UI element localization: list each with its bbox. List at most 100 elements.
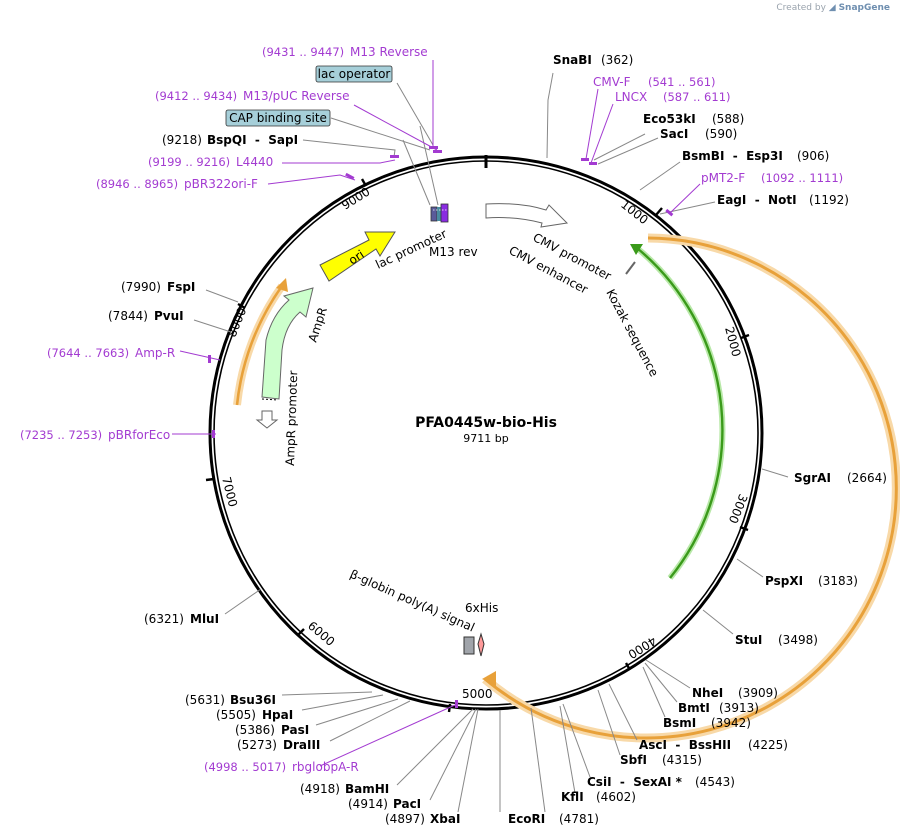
tick-label-5000: 5000 xyxy=(462,687,493,701)
primer-marks-top xyxy=(345,146,674,217)
site-saci-name: SacI xyxy=(660,127,688,141)
site-bsmi-name: BsmI xyxy=(663,716,696,730)
left-primer-leaders xyxy=(172,350,221,435)
m13-rev-label: M13 rev xyxy=(429,245,478,259)
site-paci-name: PacI xyxy=(393,797,421,811)
site-pvui-pos: (7844) xyxy=(108,309,148,323)
tick-label-7000: 7000 xyxy=(219,475,240,508)
primer-l4440-name: L4440 xyxy=(236,155,273,169)
sixhis-label: 6xHis xyxy=(465,601,498,615)
primer-lncx-range: (587 .. 611) xyxy=(663,90,731,104)
lac-operator-box: lac operator xyxy=(315,65,393,83)
site-sbfi-name: SbfI xyxy=(620,753,647,767)
site-asci-name: AscI - BssHII xyxy=(639,738,731,752)
top-leaders xyxy=(193,72,716,333)
plasmid-length: 9711 bp xyxy=(463,432,508,445)
cap-binding-label: CAP binding site xyxy=(229,111,327,125)
ampr-promoter-marker xyxy=(261,398,279,401)
site-bsu36i-name: Bsu36I xyxy=(230,693,276,707)
bottom-leaders xyxy=(224,588,691,813)
orange-feature-right xyxy=(482,233,900,743)
primer-l4440-range: (9199 .. 9216) xyxy=(148,155,230,169)
snapgene-logo-icon: ◢ xyxy=(828,3,836,13)
site-hpai-name: HpaI xyxy=(262,708,293,722)
snapgene-credit: Created by ◢ SnapGene xyxy=(776,3,890,13)
site-bmti-pos: (3913) xyxy=(719,701,759,715)
site-xbai-pos: (4897) xyxy=(385,812,425,826)
primer-rbglobpa-range: (4998 .. 5017) xyxy=(204,760,286,774)
ampr-promoter-label: AmpR promoter xyxy=(283,370,300,466)
site-csii-pos: (4543) xyxy=(695,775,735,789)
site-pasi-pos: (5386) xyxy=(235,723,275,737)
right-leaders xyxy=(702,468,789,635)
primer-ampr-name: Amp-R xyxy=(135,346,175,360)
site-eagi-name: EagI - NotI xyxy=(717,193,797,207)
ampr-promoter-arrow xyxy=(255,410,279,429)
site-pasi-name: PasI xyxy=(281,723,309,737)
primer-lncx-name: LNCX xyxy=(615,90,647,104)
site-nhei-pos: (3909) xyxy=(738,686,778,700)
site-bspqi-pos: (9218) xyxy=(162,133,202,147)
primer-m13-reverse-name: M13 Reverse xyxy=(350,45,428,59)
ampr-arrow xyxy=(261,287,314,400)
site-bsmbi-name: BsmBI - Esp3I xyxy=(682,149,783,163)
lac-operator-label: lac operator xyxy=(318,67,391,81)
site-sgrai-pos: (2664) xyxy=(847,471,887,485)
site-bsu36i-pos: (5631) xyxy=(185,693,225,707)
site-bamhi-pos: (4918) xyxy=(300,782,340,796)
site-pspxi-name: PspXI xyxy=(765,574,803,588)
site-bamhi-name: BamHI xyxy=(345,782,389,796)
credit-prefix: Created by xyxy=(776,3,826,13)
site-fspi-name: FspI xyxy=(167,280,195,294)
tick-label-4000: 4000 xyxy=(626,633,659,661)
primer-pmt2f-range: (1092 .. 1111) xyxy=(761,171,843,185)
site-draiii-name: DraIII xyxy=(283,738,320,752)
cmv-promoter-arrow xyxy=(485,203,569,228)
site-eco53ki-pos: (588) xyxy=(712,112,744,126)
plasmid-name: PFA0445w-bio-His xyxy=(415,415,557,431)
site-bspqi-name: BspQI - SapI xyxy=(207,133,298,147)
site-ecori-pos: (4781) xyxy=(559,812,599,826)
primer-pbrforeco-range: (7235 .. 7253) xyxy=(20,428,102,442)
primer-pbr322ori-range: (8946 .. 8965) xyxy=(96,177,178,191)
site-stui-pos: (3498) xyxy=(778,633,818,647)
tick-marks xyxy=(205,178,750,713)
site-pspxi-pos: (3183) xyxy=(818,574,858,588)
orange-feature-left xyxy=(233,278,288,406)
ampr-label: AmpR xyxy=(306,305,330,343)
green-feature-right xyxy=(630,244,726,580)
rbglobpa-mark xyxy=(455,700,458,708)
site-xbai-name: XbaI xyxy=(430,812,460,826)
primer-m13puc-name: M13/pUC Reverse xyxy=(243,89,350,103)
rbglobpa-leader xyxy=(319,704,456,767)
tick-label-8000: 8000 xyxy=(225,306,249,340)
credit-brand: SnapGene xyxy=(838,3,890,13)
primer-cmvf-name: CMV-F xyxy=(593,75,631,89)
site-asci-pos: (4225) xyxy=(748,738,788,752)
primer-m13-reverse-range: (9431 .. 9447) xyxy=(262,45,344,59)
site-csii-name: CsiI - SexAI * xyxy=(587,775,683,789)
site-bsmi-pos: (3942) xyxy=(711,716,751,730)
site-kfli-name: KflI xyxy=(561,790,584,804)
site-eco53ki-name: Eco53kI xyxy=(643,112,696,126)
site-mlui-name: MluI xyxy=(190,612,219,626)
primer-cmvf-range: (541 .. 561) xyxy=(648,75,716,89)
site-bmti-name: BmtI xyxy=(678,701,710,715)
kozak-marker xyxy=(625,261,636,275)
site-nhei-name: NheI xyxy=(692,686,723,700)
site-ecori-name: EcoRI xyxy=(508,812,545,826)
beta-globin-label: β-globin poly(A) signal xyxy=(348,567,477,635)
tick-label-2000: 2000 xyxy=(722,325,743,358)
primer-rbglobpa-name: rbglobpA-R xyxy=(292,760,359,774)
site-hpai-pos: (5505) xyxy=(216,708,256,722)
primer-ampr-range: (7644 .. 7663) xyxy=(47,346,129,360)
site-kfli-pos: (4602) xyxy=(596,790,636,804)
site-pvui-name: PvuI xyxy=(154,309,184,323)
site-snabi-pos: (362) xyxy=(601,53,633,67)
primer-pmt2f-name: pMT2-F xyxy=(701,171,745,185)
site-snabi-name: SnaBI xyxy=(553,53,592,67)
ori-arrow xyxy=(319,231,396,282)
site-fspi-pos: (7990) xyxy=(121,280,161,294)
site-paci-pos: (4914) xyxy=(348,797,388,811)
